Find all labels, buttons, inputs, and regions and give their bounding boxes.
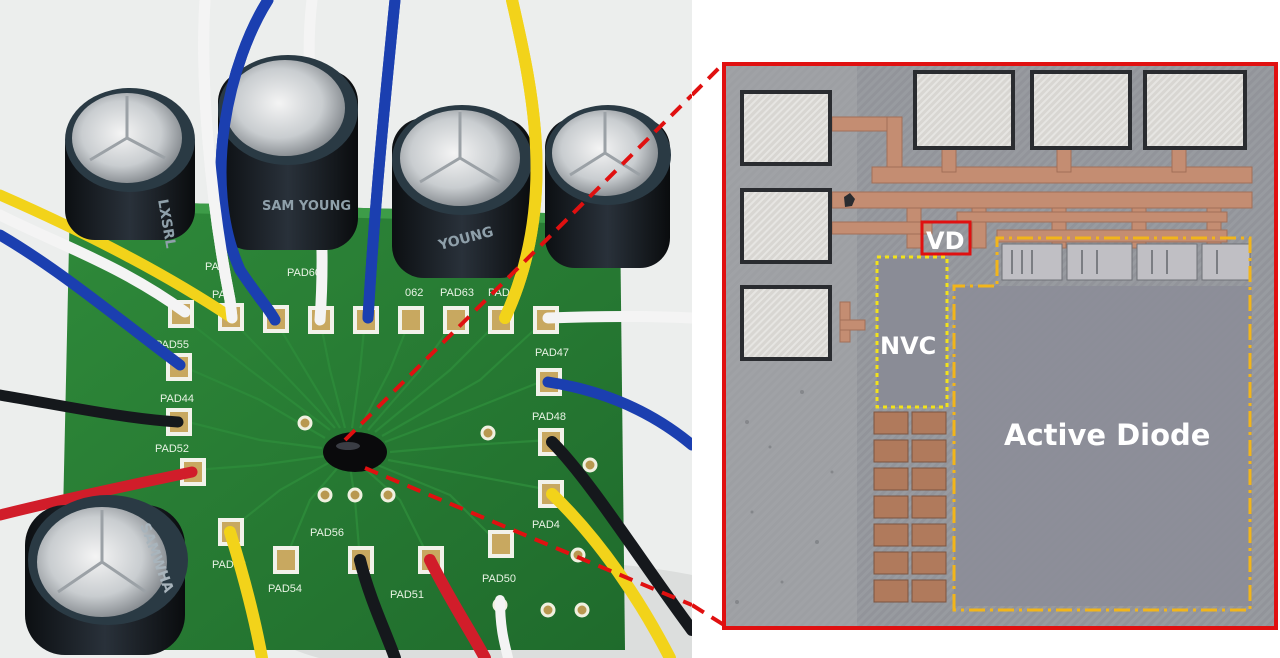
pad-label: PAD60 (287, 267, 321, 279)
capacitor-array (873, 411, 947, 603)
pad-label: PAD48 (532, 411, 566, 423)
capacitor: SAM YOUNG (218, 55, 358, 250)
bond-pad (740, 70, 1247, 361)
pad-label: PAD56 (310, 527, 344, 539)
zoom-guides (692, 61, 724, 627)
pad-label: PAD47 (535, 347, 569, 359)
pcb-photo: PAD PAD PAD60 062 PAD63 PAD5 PA PAD55 PA… (0, 0, 692, 658)
chip-micrograph: VD NVC Active Diode (722, 62, 1278, 630)
circuit-block (1001, 243, 1251, 281)
pad-label: PAD50 (482, 573, 516, 585)
pcb-board (60, 200, 625, 650)
pad-label: PAD63 (440, 287, 474, 299)
vd-label: VD (926, 227, 965, 255)
active-diode-outline (952, 236, 1252, 612)
pad-label: PAD52 (155, 443, 189, 455)
vd-outline (920, 220, 972, 256)
pcb-traces (179, 314, 551, 561)
nvc-block (877, 257, 947, 407)
capacitor: SAMWHA (25, 495, 188, 655)
capacitor: YOUNG (392, 105, 532, 278)
capacitor (545, 105, 671, 268)
capacitor: LXSRL (65, 88, 195, 250)
chip-package (323, 432, 387, 472)
pad-label: PAD44 (160, 393, 194, 405)
pad-label: PAD4 (532, 519, 560, 531)
pad-label: PAD54 (268, 583, 302, 595)
pad-label: PAD51 (390, 589, 424, 601)
active-diode-block (954, 286, 1252, 606)
nvc-outline (875, 255, 949, 409)
capacitor-label: SAM YOUNG (262, 199, 351, 214)
pad-label: 062 (405, 287, 423, 299)
micrograph-illustration: VD NVC Active Diode (722, 62, 1278, 630)
pcb-illustration: PAD PAD PAD60 062 PAD63 PAD5 PA PAD55 PA… (0, 0, 692, 658)
nvc-label: NVC (880, 332, 936, 360)
zoom-frame (722, 62, 1278, 630)
active-diode-label: Active Diode (1004, 418, 1210, 452)
